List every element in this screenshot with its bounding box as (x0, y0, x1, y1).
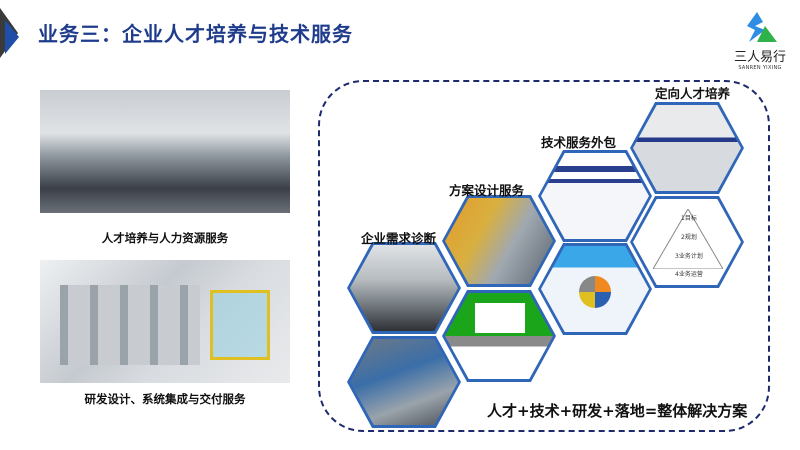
pyramid-level-1: 1目标 (681, 215, 697, 222)
logo-name: 三人易行 (733, 50, 786, 65)
hex-pyramid: 1目标 2规划 3业务计划 4业务运营 (630, 196, 744, 288)
system-integration-render (40, 260, 290, 383)
logo-subtitle: SANREN YIXING (738, 65, 782, 71)
pyramid-level-2: 2规划 (681, 234, 697, 241)
solution-dashed-frame (318, 80, 770, 432)
slide-title: 业务三：企业人才培养与技术服务 (38, 22, 353, 46)
hex-layout-diagram (442, 290, 556, 382)
logo-mark-icon (747, 12, 777, 42)
label-design: 方案设计服务 (449, 183, 525, 198)
hex-outsourcing-doc (538, 150, 652, 242)
label-talent: 定向人才培养 (655, 86, 731, 101)
pyramid-icon (653, 209, 723, 269)
pyramid-level-4: 4业务运营 (675, 271, 703, 278)
label-outsourcing: 技术服务外包 (541, 135, 617, 150)
solution-summary: 人才+技术+研发+落地=整体解决方案 (487, 402, 748, 420)
pyramid-level-3: 3业务计划 (675, 253, 703, 260)
label-diagnosis: 企业需求诊断 (361, 231, 437, 246)
hex-design-photo (442, 195, 556, 287)
company-logo: 三人易行 SANREN YIXING (730, 12, 790, 71)
hex-safety-diagram (538, 243, 652, 335)
training-classroom-photo (40, 90, 290, 213)
hex-diagnosis-photo (347, 242, 461, 334)
caption-rd-integration: 研发设计、系统集成与交付服务 (84, 392, 246, 406)
slide-chevron-blue (5, 20, 19, 54)
hex-factory-photo (347, 336, 461, 428)
caption-talent-training: 人才培养与人力资源服务 (101, 231, 229, 245)
hex-talent-board (630, 102, 744, 194)
